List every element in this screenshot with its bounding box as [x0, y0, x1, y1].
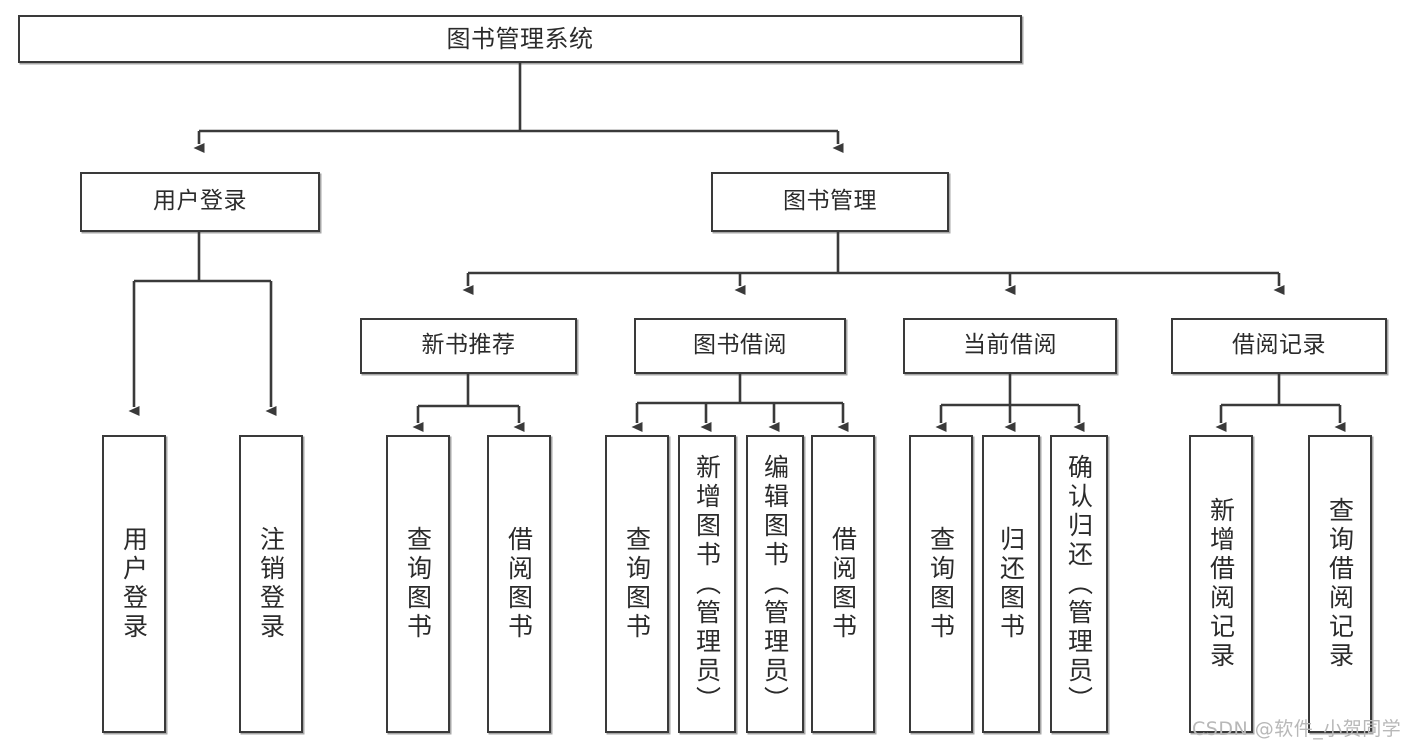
- leaf-query-book-borrow[interactable]: 查询图书: [605, 435, 669, 733]
- node-label: 借阅记录: [1232, 332, 1326, 359]
- csdn-watermark: CSDN @软件_小贺同学: [1192, 718, 1402, 740]
- node-root-book-management-system[interactable]: 图书管理系统: [18, 15, 1022, 63]
- node-label: 借阅图书: [504, 526, 534, 642]
- node-label: 新增图书（管理员）: [692, 453, 722, 715]
- node-label: 确认归还（管理员）: [1064, 453, 1094, 715]
- node-borrow-record[interactable]: 借阅记录: [1171, 318, 1387, 374]
- leaf-add-borrow-record[interactable]: 新增借阅记录: [1189, 435, 1253, 733]
- leaf-borrow-book[interactable]: 借阅图书: [811, 435, 875, 733]
- node-label: 用户登录: [153, 188, 247, 215]
- node-label: 新增借阅记录: [1206, 497, 1236, 671]
- node-user-login[interactable]: 用户登录: [80, 172, 320, 232]
- node-book-manage[interactable]: 图书管理: [711, 172, 949, 232]
- node-label: 查询图书: [926, 526, 956, 642]
- leaf-return-book[interactable]: 归还图书: [982, 435, 1040, 733]
- leaf-confirm-return-admin[interactable]: 确认归还（管理员）: [1050, 435, 1108, 733]
- node-label: 用户登录: [119, 526, 149, 642]
- node-label: 借阅图书: [828, 526, 858, 642]
- leaf-user-login[interactable]: 用户登录: [102, 435, 166, 733]
- node-label: 编辑图书（管理员）: [760, 453, 790, 715]
- node-label: 查询借阅记录: [1325, 497, 1355, 671]
- node-book-borrow[interactable]: 图书借阅: [634, 318, 846, 374]
- leaf-edit-book-admin[interactable]: 编辑图书（管理员）: [746, 435, 804, 733]
- node-label: 图书管理系统: [446, 24, 594, 53]
- node-label: 注销登录: [256, 526, 286, 642]
- leaf-user-logout[interactable]: 注销登录: [239, 435, 303, 733]
- leaf-borrow-book-recommend[interactable]: 借阅图书: [487, 435, 551, 733]
- leaf-query-borrow-record[interactable]: 查询借阅记录: [1308, 435, 1372, 733]
- leaf-query-book-recommend[interactable]: 查询图书: [386, 435, 450, 733]
- node-label: 查询图书: [403, 526, 433, 642]
- node-label: 归还图书: [996, 526, 1026, 642]
- node-label: 图书借阅: [693, 332, 787, 359]
- leaf-add-book-admin[interactable]: 新增图书（管理员）: [678, 435, 736, 733]
- node-label: 新书推荐: [421, 332, 516, 359]
- node-label: 查询图书: [622, 526, 652, 642]
- node-label: 当前借阅: [963, 332, 1057, 359]
- node-current-borrow[interactable]: 当前借阅: [903, 318, 1117, 374]
- node-new-book-recommend[interactable]: 新书推荐: [360, 318, 577, 374]
- node-label: 图书管理: [783, 188, 877, 215]
- leaf-query-book-current[interactable]: 查询图书: [909, 435, 973, 733]
